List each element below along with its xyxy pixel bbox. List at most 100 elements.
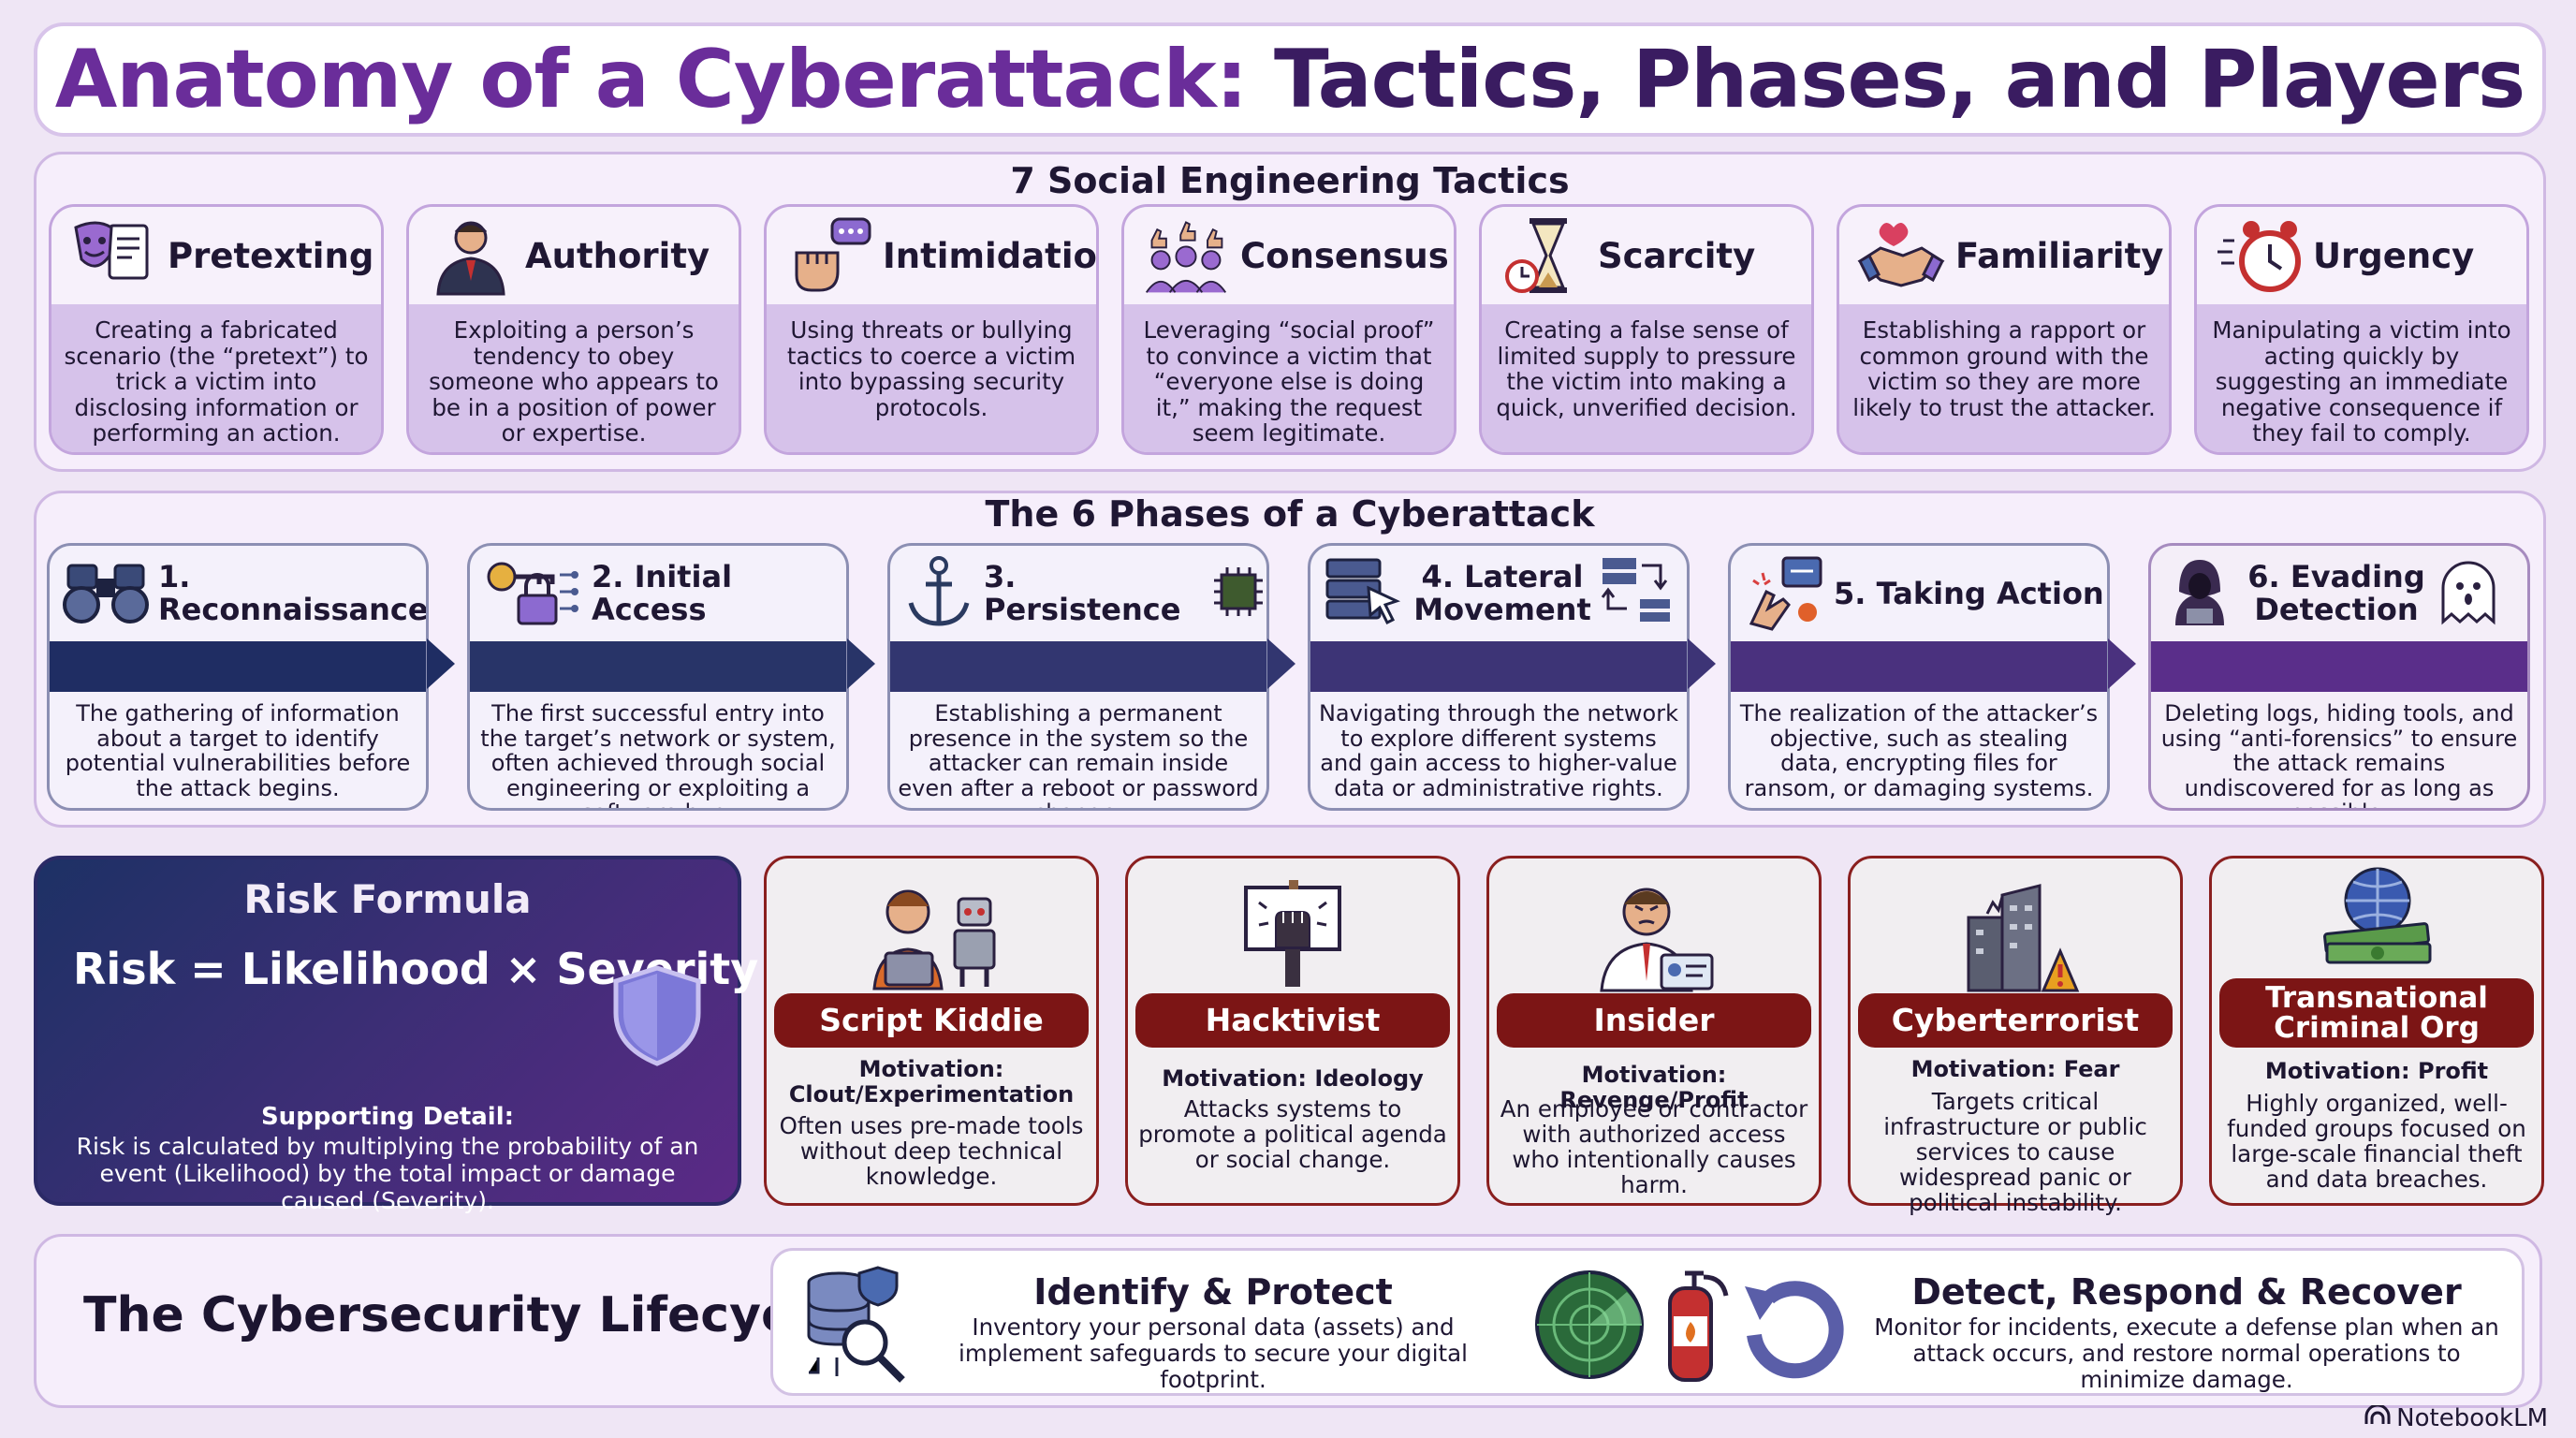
microchip-icon <box>1210 564 1266 624</box>
player-motivation: Motivation: Profit <box>2264 1058 2489 1084</box>
tactic-name: Authority <box>525 235 710 276</box>
phase-name: 5. Taking Action <box>1834 575 2104 611</box>
phase-card-persistence: 3. Persistence Establishing a permanent … <box>887 543 1269 811</box>
radar-icon <box>1533 1269 1646 1384</box>
ghost-icon <box>2436 556 2501 631</box>
lifecycle-section: The Cybersecurity Lifecycle Identify & P… <box>34 1234 2542 1408</box>
lifecycle-title: The Cybersecurity Lifecycle <box>83 1287 840 1343</box>
database-search-icon <box>799 1264 921 1389</box>
phase-arrow <box>847 638 875 689</box>
player-card-cyberterrorist: Cyberterrorist Motivation: Fear Targets … <box>1848 856 2183 1215</box>
risk-formula-card: Risk Formula Risk=Likelihood×Severity Su… <box>34 856 758 1214</box>
phase-band <box>1731 641 2107 692</box>
phase-desc: Deleting logs, hiding tools, and using “… <box>2160 700 2518 808</box>
identify-protect-desc: Inventory your personal data (assets) an… <box>959 1313 1468 1393</box>
detect-respond-recover-desc: Monitor for incidents, execute a defense… <box>1874 1313 2499 1393</box>
lifecycle-stages: Identify & Protect Inventory your person… <box>770 1248 2525 1396</box>
server-cursor-icon <box>1322 554 1406 633</box>
tactic-card-authority: Authority Exploiting a person’s tendency… <box>406 204 741 455</box>
tactic-desc: Exploiting a person’s tendency to obey s… <box>409 304 739 452</box>
tactic-desc: Creating a fabricated scenario (the “pre… <box>51 304 381 452</box>
title-banner: Anatomy of a Cyberattack: Tactics, Phase… <box>34 22 2546 137</box>
alarm-clock-icon <box>2214 213 2304 298</box>
phase-name: 1. Reconnaissance <box>158 559 429 627</box>
notebooklm-icon <box>2364 1403 2391 1432</box>
phase-arrow <box>2108 638 2136 689</box>
page-title: Anatomy of a Cyberattack: Tactics, Phase… <box>54 33 2526 126</box>
tactic-name: Urgency <box>2313 235 2475 276</box>
phase-desc: The realization of the attacker’s object… <box>1739 700 2099 801</box>
formula-risk: Risk <box>73 944 176 994</box>
tactic-card-consensus: Consensus Leveraging “social proof” to c… <box>1121 204 1456 455</box>
tactic-desc: Creating a false sense of limited supply… <box>1482 304 1811 452</box>
notebooklm-logo: NotebookLM <box>2364 1403 2548 1432</box>
player-name-badge: Script Kiddie <box>774 993 1089 1048</box>
crowd-thumbs-up-icon <box>1141 213 1231 298</box>
tactic-card-pretexting: Pretexting Creating a fabricated scenari… <box>49 204 384 455</box>
handshake-icon <box>1856 213 1946 298</box>
phase-desc: Navigating through the network to explor… <box>1318 700 1679 801</box>
fist-speech-icon <box>783 213 873 298</box>
phase-name: 6. Evading Detection <box>2247 559 2425 627</box>
tactic-desc: Leveraging “social proof” to convince a … <box>1124 304 1454 452</box>
tactic-name: Intimidation <box>883 235 1099 276</box>
phase-arrow <box>427 638 455 689</box>
tactic-desc: Manipulating a victim into acting quickl… <box>2197 304 2526 452</box>
network-transfer-icon <box>1599 552 1674 635</box>
player-card-hacktivist: Hacktivist Motivation: Ideology Attacks … <box>1125 856 1460 1206</box>
tactic-desc: Establishing a rapport or common ground … <box>1839 304 2169 452</box>
player-motivation: Motivation: Fear <box>1910 1056 2120 1082</box>
hand-click-icon <box>1742 552 1826 635</box>
phase-band <box>50 641 426 692</box>
formula-times: × <box>505 944 542 994</box>
tactic-name: Consensus <box>1240 235 1449 276</box>
shield-icon <box>610 964 704 1071</box>
phase-card-reconnaissance: 1. Reconnaissance The gathering of infor… <box>47 543 429 811</box>
theater-mask-icon <box>68 213 158 298</box>
phase-band <box>890 641 1266 692</box>
player-desc: Attacks systems to promote a political a… <box>1138 1095 1447 1173</box>
formula-likelihood: Likelihood <box>241 944 490 994</box>
player-motivation: Motivation: Clout/Experimentation <box>788 1056 1075 1108</box>
player-name-badge: Cyberterrorist <box>1858 993 2173 1048</box>
tactic-desc: Using threats or bullying tactics to coe… <box>767 304 1096 452</box>
phase-desc: The gathering of information about a tar… <box>65 700 411 801</box>
key-lock-icon <box>481 554 584 633</box>
employee-badge-icon <box>1489 868 1819 1001</box>
tactics-heading: 7 Social Engineering Tactics <box>1010 160 1570 201</box>
phase-band <box>1310 641 1687 692</box>
player-card-script-kiddie: Script Kiddie Motivation: Clout/Experime… <box>764 856 1099 1206</box>
phase-name: 3. Persistence <box>984 559 1181 627</box>
phase-band <box>2151 641 2527 692</box>
player-name-badge: Hacktivist <box>1135 993 1450 1048</box>
supporting-detail-label: Supporting Detail: <box>260 1103 515 1131</box>
tactic-card-intimidation: Intimidation Using threats or bullying t… <box>764 204 1099 455</box>
risk-formula: Risk=Likelihood×Severity <box>66 944 766 994</box>
phase-arrow <box>1267 638 1295 689</box>
phases-heading: The 6 Phases of a Cyberattack <box>985 493 1595 535</box>
tactic-name: Pretexting <box>168 235 374 276</box>
phase-card-taking-action: 5. Taking Action The realization of the … <box>1728 543 2110 811</box>
fire-extinguisher-icon <box>1657 1264 1732 1387</box>
formula-equals: = <box>190 944 227 994</box>
binoculars-icon <box>61 556 151 631</box>
anchor-icon <box>901 554 976 633</box>
tactic-card-urgency: Urgency Manipulating a victim into actin… <box>2194 204 2529 455</box>
businessman-icon <box>426 213 516 298</box>
player-desc: Highly organized, well-funded groups foc… <box>2227 1090 2526 1193</box>
player-desc: An employee or contractor with authorize… <box>1500 1095 1808 1198</box>
supporting-detail-text: Risk is calculated by multiplying the pr… <box>76 1133 699 1214</box>
phase-arrow <box>1688 638 1716 689</box>
player-motivation: Motivation: Ideology <box>1162 1065 1424 1092</box>
risk-title: Risk Formula <box>243 876 532 922</box>
phase-card-evading-detection: 6. Evading Detection Deleting logs, hidi… <box>2148 543 2530 811</box>
damaged-building-icon <box>1851 868 2180 1001</box>
protest-sign-icon <box>1128 868 1457 1001</box>
tactic-card-familiarity: Familiarity Establishing a rapport or co… <box>1837 204 2172 455</box>
refresh-arrow-icon <box>1741 1269 1844 1384</box>
player-motivation: Motivation: Revenge/Profit <box>1559 1062 1749 1113</box>
player-card-transnational-criminal-org: Transnational Criminal Org Motivation: P… <box>2209 856 2544 1206</box>
phase-desc: Establishing a permanent presence in the… <box>898 700 1259 808</box>
phase-card-lateral-movement: 4. Lateral Movement Navigating through t… <box>1308 543 1690 811</box>
player-desc: Often uses pre-made tools without deep t… <box>779 1112 1084 1190</box>
